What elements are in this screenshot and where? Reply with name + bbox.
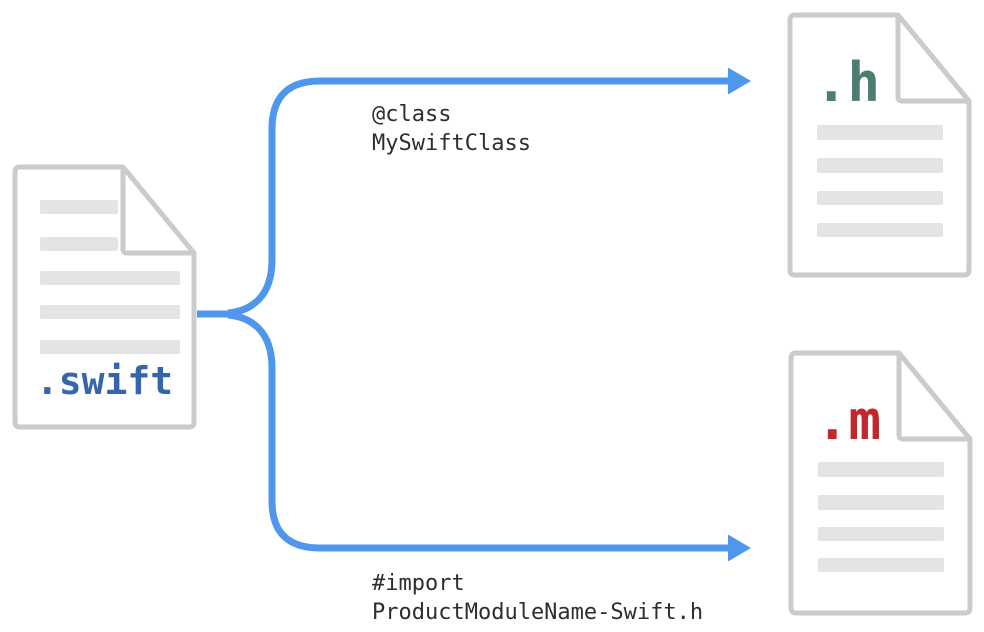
text-line [817, 223, 943, 237]
text-line [40, 305, 180, 319]
text-line [817, 125, 943, 140]
text-line [818, 558, 944, 572]
connector-top-branch [227, 77, 729, 317]
text-line [818, 462, 944, 477]
document-outline [787, 12, 972, 278]
text-line [40, 237, 118, 251]
m-file-extension-label: .m [816, 389, 882, 452]
text-line [40, 340, 180, 354]
document-page [788, 350, 973, 616]
h-file-extension-label: .h [815, 51, 881, 114]
swift-file-extension-label: .swift [35, 359, 174, 403]
text-line [40, 200, 118, 214]
document-fold-corner-icon [120, 167, 194, 256]
annotation-line: ProductModuleName-Swift.h [372, 600, 704, 625]
annotation-line: @class [372, 102, 452, 127]
document-page [787, 12, 972, 278]
h-file-icon: .h [787, 12, 972, 278]
arrowhead-top-icon [728, 67, 751, 95]
document-page [12, 164, 197, 430]
text-line [818, 495, 944, 510]
document-outline [12, 164, 197, 430]
document-fold-corner-icon [895, 15, 969, 104]
text-line [40, 271, 180, 285]
annotation-line: MySwiftClass [372, 131, 531, 156]
m-file-icon: .m [788, 350, 973, 616]
text-line [817, 191, 943, 205]
document-outline [788, 350, 973, 616]
top-arrow-annotation: @class MySwiftClass [372, 100, 531, 158]
connector-bottom-branch [227, 311, 729, 552]
text-line [818, 527, 944, 541]
annotation-line: #import [372, 571, 465, 596]
document-fold-corner-icon [896, 353, 970, 442]
swift-file-icon: .swift [12, 164, 197, 430]
text-line [817, 158, 943, 173]
arrowhead-bottom-icon [728, 534, 751, 562]
bottom-arrow-annotation: #import ProductModuleName-Swift.h [372, 569, 703, 627]
